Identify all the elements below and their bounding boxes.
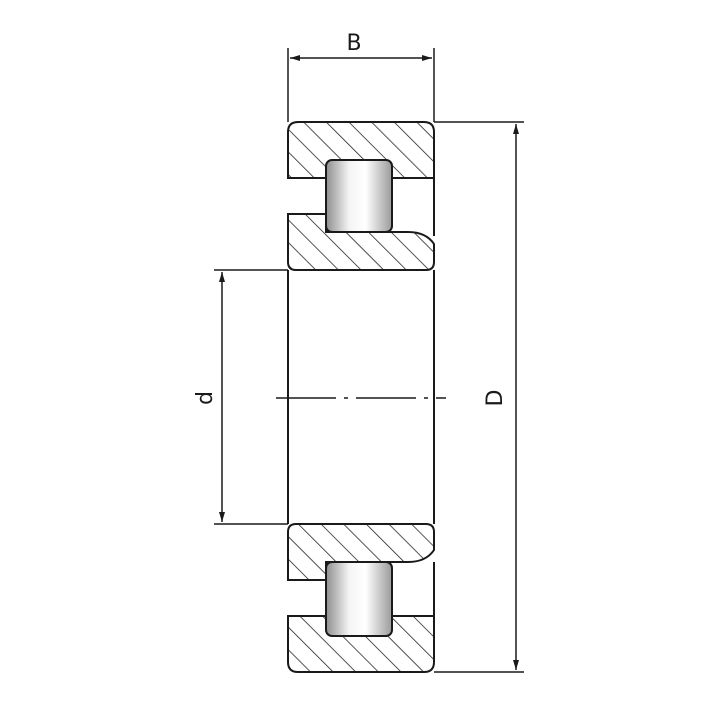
dim-b-label: B [346, 31, 361, 56]
dim-d-label: d [193, 391, 218, 405]
inner-ring-upper [287, 213, 435, 271]
roller-lower [325, 561, 393, 637]
roller-upper [325, 159, 393, 233]
dimension-b: B [287, 31, 435, 122]
dimension-d-bore: d [193, 269, 288, 525]
dimension-D-outer: D [434, 121, 524, 673]
inner-ring-lower [287, 523, 435, 581]
lower-section [287, 523, 435, 673]
outer-ring-upper [287, 121, 435, 179]
dim-D-label: D [483, 390, 508, 407]
outer-ring-lower [287, 615, 435, 673]
upper-section [287, 121, 435, 271]
